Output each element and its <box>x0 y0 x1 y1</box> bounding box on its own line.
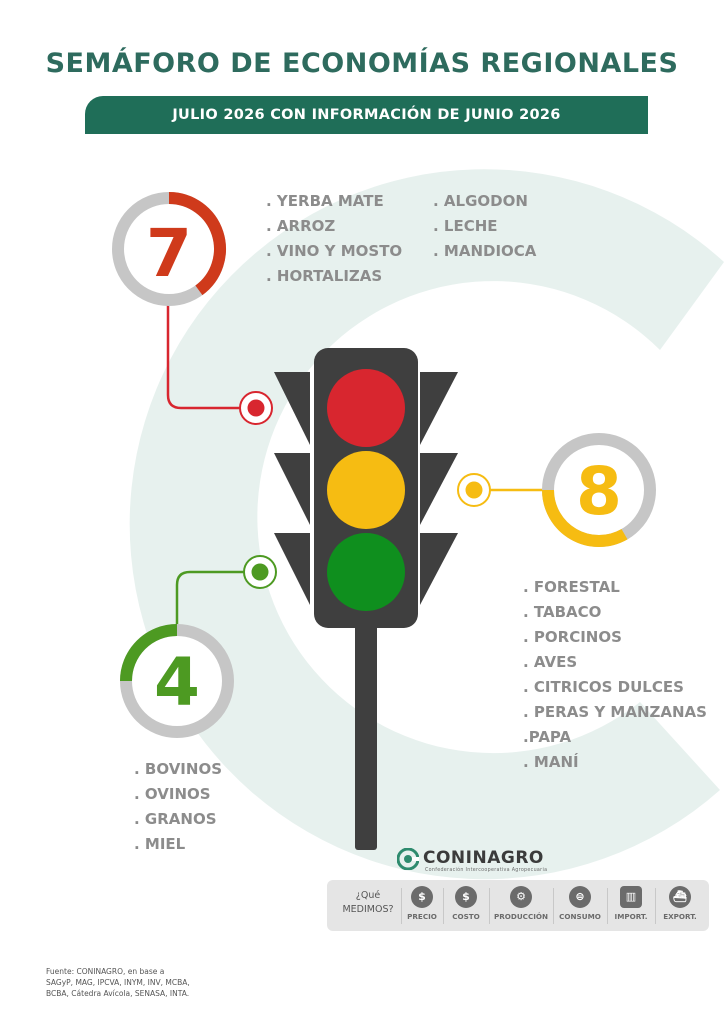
list-item: . AVES <box>523 653 578 671</box>
green-light <box>327 533 405 611</box>
list-item: . MIEL <box>134 835 186 853</box>
measures-bar: ¿Qué MEDIMOS? $ PRECIO $ COSTO ⚙ PRODUCC… <box>327 880 709 931</box>
right-visors <box>420 372 458 605</box>
separator <box>401 888 402 924</box>
coninagro-c-icon <box>397 848 419 870</box>
list-item: .PAPA <box>523 728 572 746</box>
list-item: . VINO Y MOSTO <box>266 242 403 260</box>
measure-label: PRODUCCIÓN <box>493 912 549 921</box>
traffic-light-pole <box>355 618 377 850</box>
list-item: . PORCINOS <box>523 628 622 646</box>
measure-label: COSTO <box>452 912 480 921</box>
list-item: . ARROZ <box>266 217 336 235</box>
list-item: . PERAS Y MANZANAS <box>523 703 707 721</box>
list-item: . MANÍ <box>523 753 579 771</box>
green-count-badge: 4 <box>120 624 234 738</box>
list-item: . LECHE <box>433 217 498 235</box>
red-connector-line <box>166 305 245 410</box>
list-item: . GRANOS <box>134 810 217 828</box>
measure-label: CONSUMO <box>559 912 601 921</box>
list-item: . FORESTAL <box>523 578 620 596</box>
cost-icon: $ <box>455 886 477 908</box>
separator <box>443 888 444 924</box>
list-item: . ALGODON <box>433 192 528 210</box>
left-visors <box>274 372 310 605</box>
list-item: . OVINOS <box>134 785 211 803</box>
list-item: . MANDIOCA <box>433 242 537 260</box>
coninagro-logo: CONINAGRO Confederación Intercooperativa… <box>397 848 597 876</box>
green-list: . BOVINOS . OVINOS . GRANOS . MIEL <box>134 757 222 857</box>
measure-precio: $ PRECIO <box>405 886 439 928</box>
separator <box>655 888 656 924</box>
source-note: Fuente: CONINAGRO, en base a SAGyP, MAG,… <box>46 966 216 999</box>
production-icon: ⚙ <box>510 886 532 908</box>
yellow-light <box>327 451 405 529</box>
measure-label: IMPORT. <box>614 912 648 921</box>
yellow-count-badge: 8 <box>542 433 656 547</box>
dollar-icon: $ <box>411 886 433 908</box>
list-item: . BOVINOS <box>134 760 223 778</box>
yellow-connector-dot <box>465 481 483 499</box>
consumption-icon: ⊜ <box>569 886 591 908</box>
logo-tagline: Confederación Intercooperativa Agropecua… <box>425 868 548 873</box>
yellow-count: 8 <box>576 453 622 530</box>
measures-question-line1: ¿Qué <box>355 890 381 901</box>
red-list-col1: . YERBA MATE . ARROZ . VINO Y MOSTO . HO… <box>266 189 402 289</box>
green-connector-dot <box>251 563 269 581</box>
measure-label: PRECIO <box>407 912 437 921</box>
measures-question-line2: MEDIMOS? <box>342 904 394 915</box>
green-connector-line <box>175 570 249 630</box>
measures-question: ¿Qué MEDIMOS? <box>337 889 399 917</box>
import-icon: ▥ <box>620 886 642 908</box>
red-list-col2: . ALGODON . LECHE . MANDIOCA <box>433 189 536 264</box>
export-icon: ⛴ <box>669 886 691 908</box>
measure-import: ▥ IMPORT. <box>611 886 651 928</box>
red-connector-dot <box>247 399 265 417</box>
measure-produccion: ⚙ PRODUCCIÓN <box>493 886 549 928</box>
measure-consumo: ⊜ CONSUMO <box>557 886 603 928</box>
source-line: SAGyP, MAG, IPCVA, INYM, INV, MCBA, <box>46 978 190 987</box>
list-item: . CITRICOS DULCES <box>523 678 684 696</box>
page-title: SEMÁFORO DE ECONOMÍAS REGIONALES <box>45 48 679 79</box>
green-count: 4 <box>154 644 200 721</box>
date-banner: JULIO 2026 CON INFORMACIÓN DE JUNIO 2026 <box>85 96 648 134</box>
measure-costo: $ COSTO <box>447 886 485 928</box>
measure-label: EXPORT. <box>663 912 697 921</box>
separator <box>553 888 554 924</box>
list-item: . HORTALIZAS <box>266 267 383 285</box>
separator <box>607 888 608 924</box>
measure-export: ⛴ EXPORT. <box>659 886 701 928</box>
yellow-list: . FORESTAL . TABACO . PORCINOS . AVES . … <box>523 575 707 775</box>
red-light <box>327 369 405 447</box>
list-item: . YERBA MATE <box>266 192 384 210</box>
logo-name: CONINAGRO <box>423 848 544 868</box>
separator <box>489 888 490 924</box>
red-count: 7 <box>146 215 192 292</box>
source-line: BCBA, Cátedra Avícola, SENASA, INTA. <box>46 989 190 998</box>
red-count-badge: 7 <box>112 192 226 306</box>
list-item: . TABACO <box>523 603 602 621</box>
source-line: Fuente: CONINAGRO, en base a <box>46 967 165 976</box>
